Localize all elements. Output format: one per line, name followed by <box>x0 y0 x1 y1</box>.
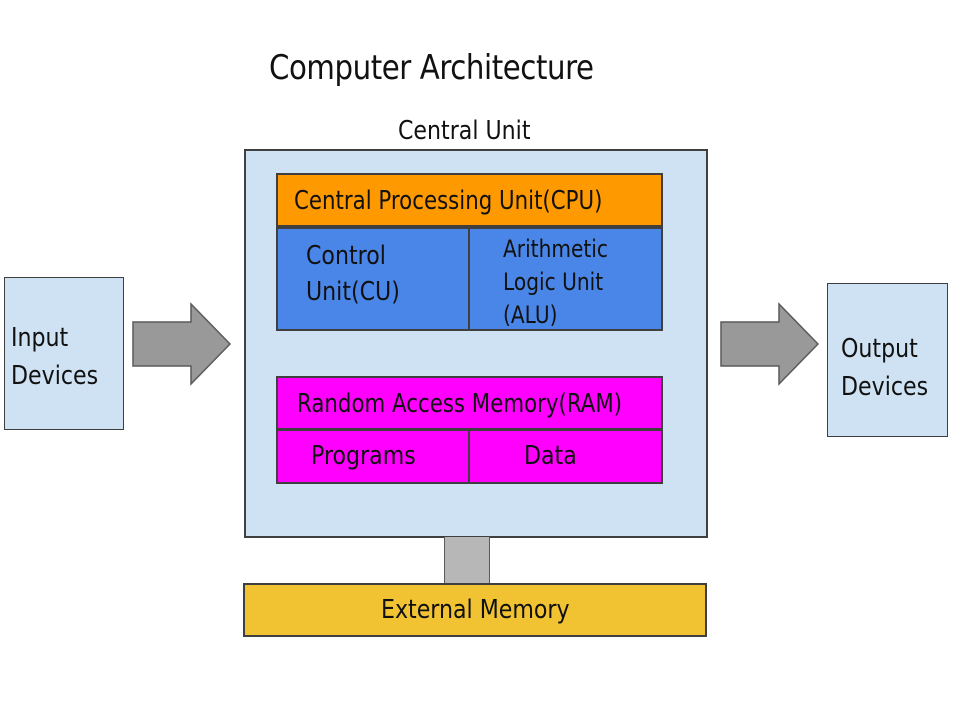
alu-label: Arithmetic Logic Unit (ALU) <box>503 233 608 332</box>
alu-line: (ALU) <box>503 301 558 330</box>
input-devices-label: Input Devices <box>11 320 98 395</box>
cpu-label: Central Processing Unit(CPU) <box>294 186 603 216</box>
output-devices-box: Output Devices <box>827 283 948 437</box>
control-unit-line: Control <box>306 241 386 271</box>
control-unit-line: Unit(CU) <box>306 276 400 307</box>
output-arrow-icon <box>720 302 820 386</box>
input-devices-line: Devices <box>11 360 99 391</box>
input-arrow-icon <box>132 302 232 386</box>
control-unit-box: Control Unit(CU) <box>276 227 470 331</box>
control-unit-label: Control Unit(CU) <box>306 239 400 311</box>
central-unit-label: Central Unit <box>398 116 531 146</box>
external-memory-label: External Memory <box>381 595 570 625</box>
output-devices-line: Output <box>841 334 918 364</box>
programs-label: Programs <box>311 441 416 471</box>
programs-box: Programs <box>276 429 470 484</box>
alu-line: Arithmetic <box>503 235 608 263</box>
data-label: Data <box>524 441 577 471</box>
alu-box: Arithmetic Logic Unit (ALU) <box>468 227 663 331</box>
data-box: Data <box>468 429 663 484</box>
input-devices-line: Input <box>11 323 69 353</box>
diagram-title: Computer Architecture <box>268 48 594 88</box>
external-memory-box: External Memory <box>243 583 707 637</box>
output-devices-label: Output Devices <box>841 331 928 406</box>
cpu-header-box: Central Processing Unit(CPU) <box>276 173 663 227</box>
memory-bus-connector <box>444 537 490 585</box>
ram-label: Random Access Memory(RAM) <box>297 389 623 419</box>
ram-header-box: Random Access Memory(RAM) <box>276 376 663 430</box>
alu-line: Logic Unit <box>503 268 604 297</box>
output-devices-line: Devices <box>841 371 929 402</box>
input-devices-box: Input Devices <box>4 277 124 430</box>
